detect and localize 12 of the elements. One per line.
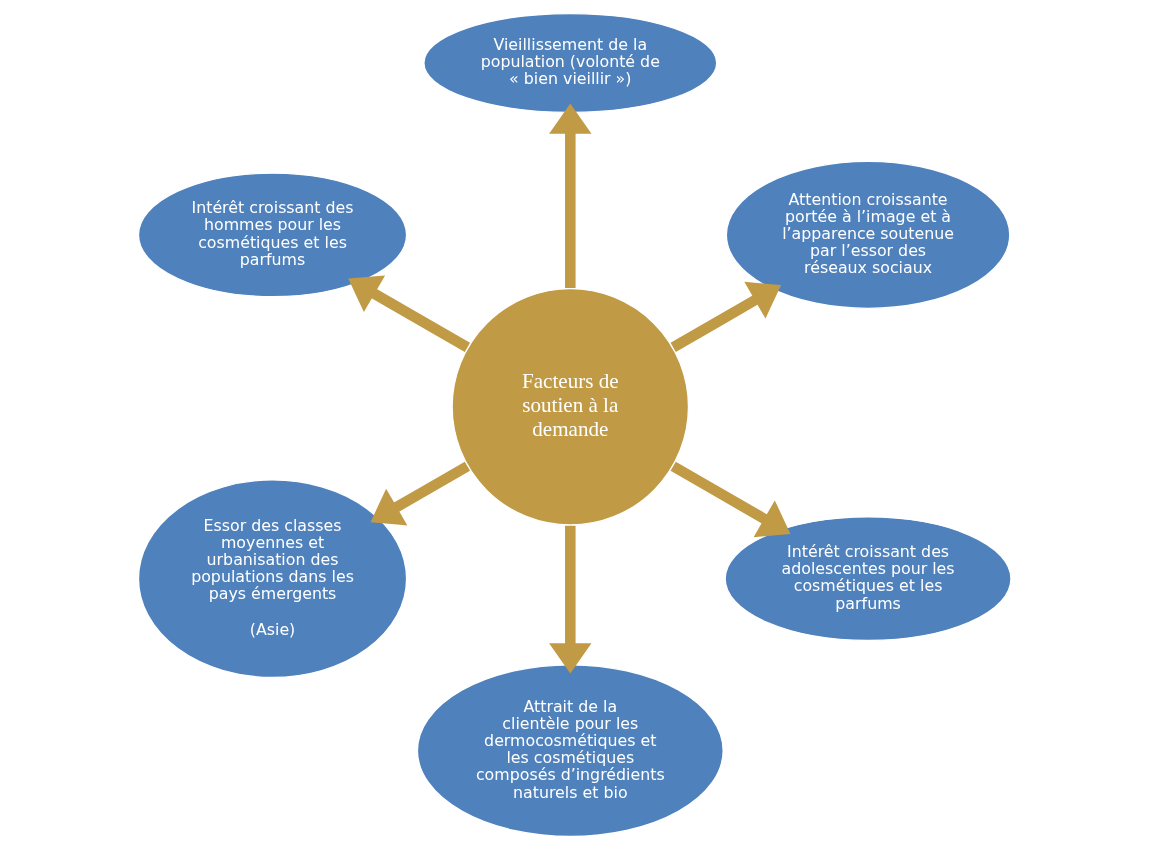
node-ellipse: Attrait de la clientèle pour les dermocosmétiques et les cosmétiques composés d’ingrédients naturels et bio: [416, 664, 724, 838]
arrow: [670, 281, 782, 352]
arrow: [549, 103, 592, 288]
node-ellipse: Intérêt croissant des adolescentes pour les cosmétiques et les parfums: [724, 516, 1012, 642]
arrow: [549, 525, 592, 674]
arrow: [370, 461, 471, 526]
node-ellipse: Intérêt croissant des hommes pour les cosmétiques et les parfums: [137, 172, 408, 298]
node-ellipse: Attention croissante portée à l’image et à l’apparence soutenue par l’essor des réseaux sociaux: [725, 160, 1011, 310]
arrow: [670, 461, 791, 538]
arrow: [348, 275, 471, 352]
node-ellipse: Vieillissement de la population (volonté de « bien vieillir »): [423, 12, 718, 114]
node-circle: Facteurs de soutien à la demande: [451, 288, 690, 526]
